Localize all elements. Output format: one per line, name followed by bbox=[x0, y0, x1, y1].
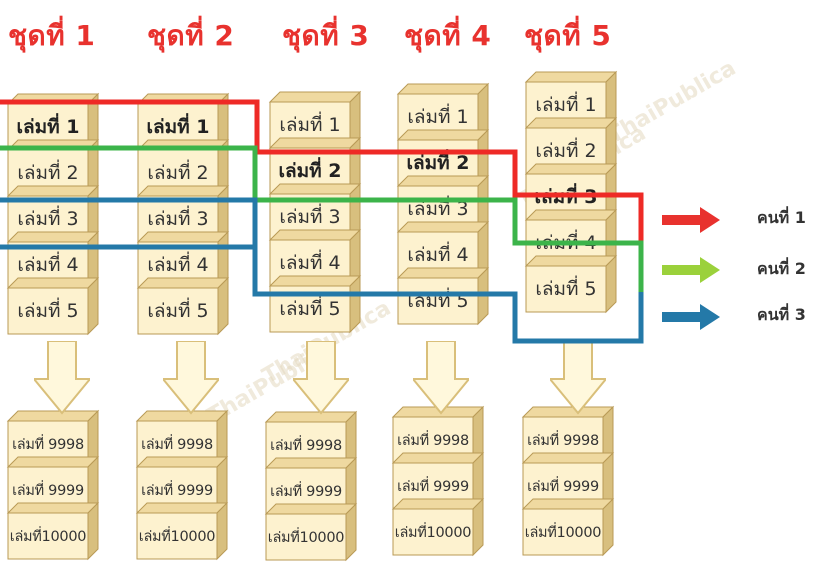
down-arrow-icon bbox=[163, 341, 219, 415]
set5-book-5: เล่มที่ 5 bbox=[524, 254, 618, 314]
book-label: เล่มที่ 9999 bbox=[270, 483, 342, 500]
book-label: เล่มที่ 9999 bbox=[397, 478, 469, 495]
book-label: เล่มที่10000 bbox=[138, 528, 216, 545]
set4-bottom-book-3: เล่มที่10000 bbox=[391, 497, 485, 557]
book-label: เล่มที่ 9998 bbox=[527, 432, 599, 449]
book-box-shape bbox=[521, 451, 615, 511]
set1-bottom-book-3: เล่มที่10000 bbox=[6, 501, 100, 561]
set-title-2: ชุดที่ 2 bbox=[147, 19, 235, 52]
book-label: เล่มที่ 5 bbox=[279, 298, 341, 320]
book-box-shape bbox=[521, 497, 615, 557]
down-arrow-icon bbox=[34, 341, 90, 415]
book-label: เล่มที่ 9999 bbox=[527, 478, 599, 495]
book-box-shape bbox=[6, 455, 100, 515]
book-label: เล่มที่10000 bbox=[267, 529, 345, 546]
book-label: เล่มที่10000 bbox=[9, 528, 87, 545]
set1-book-5: เล่มที่ 5 bbox=[6, 276, 100, 336]
set2-bottom-book-3: เล่มที่10000 bbox=[135, 501, 229, 561]
book-label: เล่มที่ 5 bbox=[17, 300, 79, 322]
down-arrow-icon bbox=[550, 341, 606, 415]
set5-bottom-book-2: เล่มที่ 9999 bbox=[521, 451, 615, 511]
down-arrow-icon bbox=[413, 341, 469, 415]
book-label: เล่มที่ 5 bbox=[407, 290, 469, 312]
set3-book-5: เล่มที่ 5 bbox=[268, 274, 362, 334]
book-label: เล่มที่ 9998 bbox=[270, 437, 342, 454]
book-box-shape bbox=[264, 502, 358, 562]
book-box-shape bbox=[391, 497, 485, 557]
book-box-shape bbox=[6, 501, 100, 561]
book-label: เล่มที่10000 bbox=[524, 524, 602, 541]
book-label: เล่มที่ 5 bbox=[147, 300, 209, 322]
book-label: เล่มที่ 9999 bbox=[141, 482, 213, 499]
person3-arrow-icon bbox=[662, 304, 720, 330]
set2-book-5: เล่มที่ 5 bbox=[136, 276, 230, 336]
book-label: เล่มที่ 9999 bbox=[12, 482, 84, 499]
person2-label: คนที่ 2 bbox=[757, 259, 806, 278]
set5-bottom-book-3: เล่มที่10000 bbox=[521, 497, 615, 557]
book-label: เล่มที่ 9998 bbox=[141, 436, 213, 453]
set3-bottom-book-3: เล่มที่10000 bbox=[264, 502, 358, 562]
person1-arrow-icon bbox=[662, 207, 720, 233]
set-title-1: ชุดที่ 1 bbox=[8, 19, 96, 52]
set1-bottom-book-2: เล่มที่ 9999 bbox=[6, 455, 100, 515]
book-label: เล่มที่ 9998 bbox=[12, 436, 84, 453]
book-label: เล่มที่ 5 bbox=[535, 278, 597, 300]
set-title-5: ชุดที่ 5 bbox=[524, 19, 612, 52]
person2-arrow-icon bbox=[662, 257, 720, 283]
book-box-shape bbox=[135, 501, 229, 561]
set-title-3: ชุดที่ 3 bbox=[282, 19, 370, 52]
person3-label: คนที่ 3 bbox=[757, 305, 806, 324]
set-title-4: ชุดที่ 4 bbox=[404, 19, 492, 52]
set4-book-5: เล่มที่ 5 bbox=[396, 266, 490, 326]
down-arrow-icon bbox=[293, 341, 349, 415]
person1-label: คนที่ 1 bbox=[757, 208, 806, 227]
book-label: เล่มที่ 9998 bbox=[397, 432, 469, 449]
book-label: เล่มที่10000 bbox=[394, 524, 472, 541]
